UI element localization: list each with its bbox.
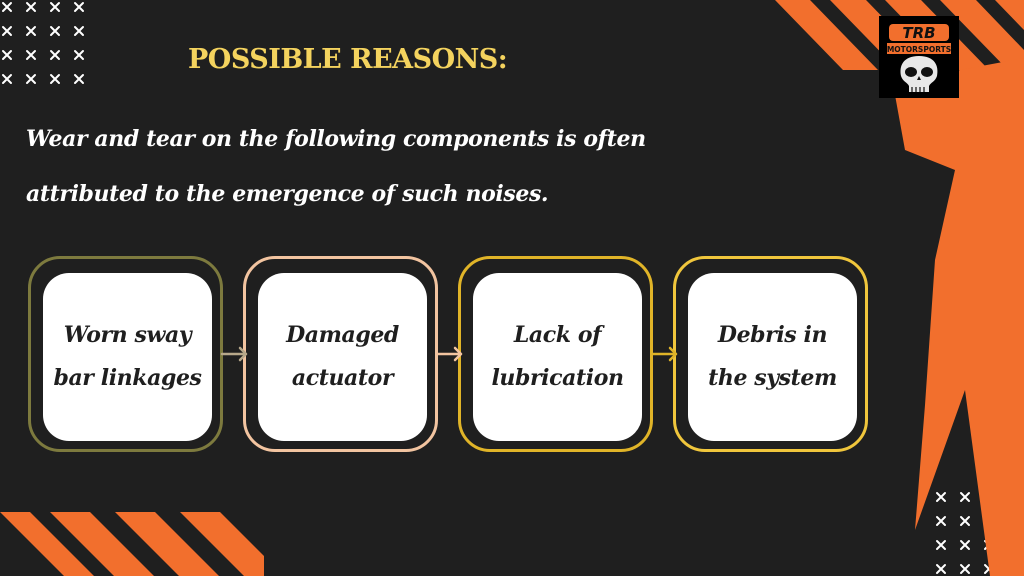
reason-card-4: Debris in the system (688, 273, 857, 441)
reason-box-4: Debris in the system (673, 256, 868, 452)
reason-label-1: Worn sway bar linkages (53, 322, 202, 391)
logo-text-bottom: MOTORSPORTS (887, 45, 951, 54)
stripes-bottom-left (0, 512, 264, 576)
reason-label-4: Debris in the system (708, 322, 837, 391)
reason-card-3: Lack of lubrication (473, 273, 642, 441)
arrow-right-icon (220, 346, 678, 362)
reason-card-2: Damaged actuator (258, 273, 427, 441)
page-title: POSSIBLE REASONS: (188, 44, 508, 75)
page-subtitle: Wear and tear on the following component… (26, 126, 646, 207)
reason-label-2: Damaged actuator (286, 322, 399, 391)
brand-logo: TRB MOTORSPORTS (879, 16, 959, 98)
skull-icon: TRB MOTORSPORTS (887, 24, 951, 92)
reason-label-3: Lack of lubrication (491, 322, 624, 391)
reason-box-1: Worn sway bar linkages (28, 256, 223, 452)
orange-jagged-shape (895, 58, 1024, 576)
x-pattern-top-left (2, 2, 84, 84)
reason-card-1: Worn sway bar linkages (43, 273, 212, 441)
logo-text-top: TRB (902, 24, 935, 42)
reason-box-3: Lack of lubrication (458, 256, 653, 452)
